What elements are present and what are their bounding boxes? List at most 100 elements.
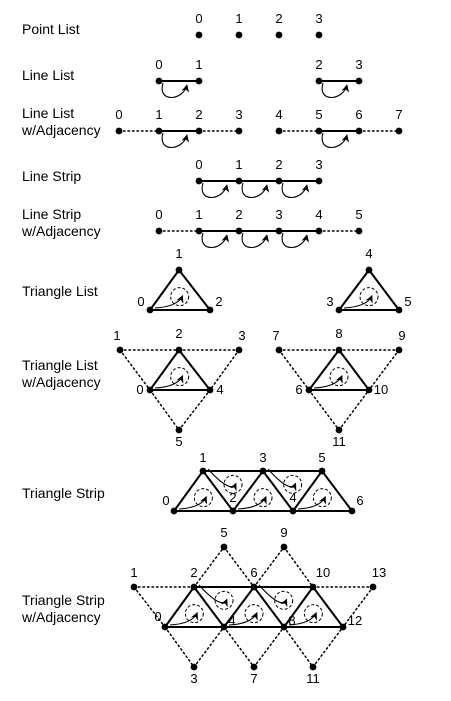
line_list_adj-vertex-1 <box>155 127 163 135</box>
label-line-strip-adjacency-line1: Line Strip <box>22 206 82 222</box>
triangle_strip_adj-vertex-label-0: 0 <box>154 609 161 624</box>
triangle-list-winding-1-circle <box>359 287 379 307</box>
label-line-list-adjacency-line1: Line List <box>22 105 75 121</box>
triangle_strip_adj-vertex-11 <box>309 663 317 671</box>
line_list_adj-vertex-2 <box>195 127 203 135</box>
triangle_list_adj-vertex-6 <box>305 386 313 394</box>
triangle_strip-vertex-label-4: 4 <box>289 490 296 505</box>
triangle-strip-winding-0-circle <box>193 488 213 508</box>
label-triangle-list-adjacency-line2: w/Adjacency <box>22 374 101 390</box>
triangle_list_adj-vertex-label-7: 7 <box>272 328 279 343</box>
line_strip_adj-vertex-1 <box>195 227 203 235</box>
triangle-strip-winding-2-arrow <box>237 495 267 510</box>
triangle_list_adj-vertex-11 <box>335 426 343 434</box>
line_strip_adj-vertex-label-5: 5 <box>355 207 362 222</box>
triangle-list-winding-1-arrow <box>343 294 373 309</box>
triangle-list-adj-dot-0b <box>119 349 151 391</box>
triangle_list-vertex-1 <box>175 266 183 274</box>
edges-layer <box>118 80 400 668</box>
line_strip_adj-vertex-4 <box>315 227 323 235</box>
triangle_list_adj-vertex-4 <box>206 386 214 394</box>
triangle-strip-winding-0-arrow <box>178 495 207 510</box>
line-strip-adj-arrow-3 <box>281 232 310 249</box>
triangle_list_adj-vertex-label-1: 1 <box>113 328 120 343</box>
triangle-list-winding-0-circle <box>170 287 190 307</box>
line-strip-arrow-2 <box>281 182 310 199</box>
triangle_strip_adj-vertex-label-13: 13 <box>372 565 386 580</box>
triangle_list_adj-vertex-9 <box>395 346 403 354</box>
line-list-adj-arrow-0 <box>161 132 190 149</box>
triangle-strip-adj-winding-2-circle <box>244 604 264 624</box>
line-strip-adj-arrow-1 <box>201 232 230 249</box>
triangle-list-winding-0-arrow <box>154 294 184 309</box>
line_list-vertex-label-3: 3 <box>355 57 362 72</box>
line_list-vertex-3 <box>355 77 363 85</box>
triangle-strip-adj-dot-b1b <box>253 626 285 668</box>
line_list_adj-vertex-label-3: 3 <box>235 107 242 122</box>
triangle_strip_adj-vertex-6 <box>250 583 258 591</box>
line-strip-arrow-1 <box>241 182 270 199</box>
label-line-strip-adjacency: Line Strip w/Adjacency <box>22 206 101 240</box>
triangle-list-adj-dot-0f <box>178 389 211 431</box>
triangle_list-vertex-4 <box>365 266 373 274</box>
triangle_list-vertex-2 <box>206 306 214 314</box>
triangle-list-adj-winding-0-circle <box>170 367 190 387</box>
triangle-strip-winding-1-circle <box>223 474 243 494</box>
line_strip-vertex-0 <box>195 177 203 185</box>
triangle_list-vertex-5 <box>395 306 403 314</box>
line_list-vertex-1 <box>195 77 203 85</box>
label-triangle-strip-text: Triangle Strip <box>22 485 105 501</box>
triangle_strip-vertex-label-0: 0 <box>162 493 169 508</box>
triangle-strip-adj-dot-b0a <box>164 626 195 668</box>
triangle_strip_adj-vertex-label-8: 8 <box>288 613 295 628</box>
triangle-strip-adj-dot-1a <box>133 586 166 628</box>
triangle_list_adj-vertex-label-5: 5 <box>175 434 182 449</box>
line_strip_adj-vertex-label-0: 0 <box>155 207 162 222</box>
point_list-vertex-2 <box>275 31 283 39</box>
triangle-strip-adj-zig-4 <box>283 586 314 628</box>
triangle_strip-vertex-label-5: 5 <box>318 450 325 465</box>
triangle-strip-adj-dot-b0b <box>193 626 225 668</box>
triangle-strip-zig-2 <box>232 470 264 512</box>
triangle_strip-vertex-3 <box>259 467 267 475</box>
point_list-vertex-label-0: 0 <box>195 11 202 26</box>
triangle_list_adj-vertex-7 <box>275 346 283 354</box>
point_list-vertex-3 <box>315 31 323 39</box>
label-point-list-text: Point List <box>22 21 80 37</box>
triangle-strip-adj-winding-4-arrow <box>288 611 317 626</box>
triangle_strip_adj-vertex-8 <box>280 623 288 631</box>
triangle-strip-adj-zig-3 <box>253 586 285 628</box>
triangle-strip-adj-zig-2 <box>223 586 255 628</box>
line-strip-adj-arrow-2 <box>241 232 270 249</box>
triangle-strip-adj-dot-b1a <box>223 626 255 668</box>
triangle-strip-adj-winding-3-circle <box>274 590 294 610</box>
line_strip-vertex-label-2: 2 <box>275 157 282 172</box>
triangle_strip_adj-vertex-4 <box>220 623 228 631</box>
line_strip-vertex-label-0: 0 <box>195 157 202 172</box>
line_list_adj-vertex-label-0: 0 <box>115 107 122 122</box>
triangle-list-adj-winding-1-circle <box>329 367 349 387</box>
line_strip-vertex-label-3: 3 <box>315 157 322 172</box>
triangle-strip-adj-dot-t1a <box>253 546 285 588</box>
point_list-vertex-label-2: 2 <box>275 11 282 26</box>
line_strip-vertex-3 <box>315 177 323 185</box>
line_strip_adj-vertex-2 <box>235 227 243 235</box>
triangle-strip-adj-zig-0 <box>164 586 195 628</box>
triangle_list-vertex-label-0: 0 <box>137 294 144 309</box>
label-triangle-list: Triangle List <box>22 283 98 300</box>
triangle_strip_adj-vertex-label-7: 7 <box>250 671 257 686</box>
line_strip_adj-vertex-0 <box>155 227 163 235</box>
triangle_strip_adj-vertex-9 <box>280 543 288 551</box>
winding-arrows-layer <box>154 82 379 626</box>
triangle-list-edge-1a <box>338 269 370 311</box>
triangle-list-adj-dot-1d <box>368 349 400 391</box>
line_list-vertex-label-0: 0 <box>155 57 162 72</box>
line-list-arrow-0 <box>161 82 190 99</box>
triangle-strip-adj-zig-5 <box>312 586 344 628</box>
label-line-list: Line List <box>22 67 74 84</box>
triangle_strip_adj-vertex-label-11: 11 <box>306 671 320 686</box>
triangle_strip_adj-vertex-2 <box>190 583 198 591</box>
triangle-strip-adj-dot-b2b <box>312 626 344 668</box>
